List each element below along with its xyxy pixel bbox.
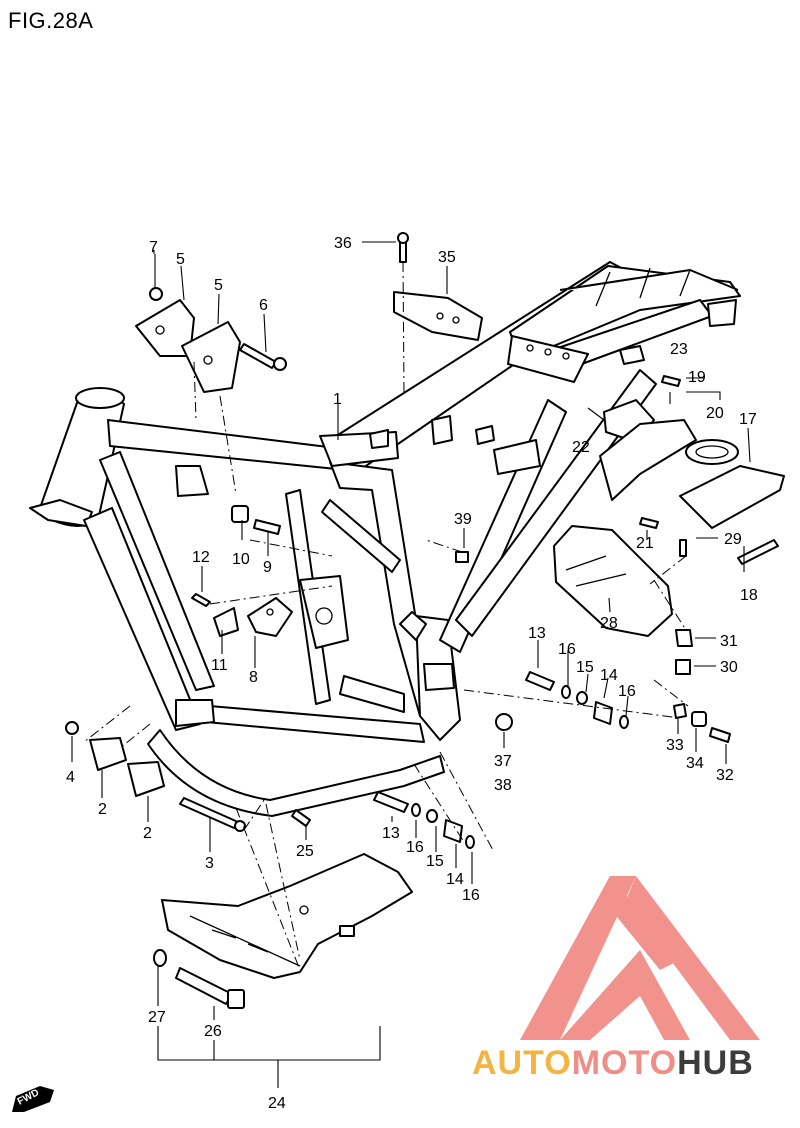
callout-19: 19	[688, 369, 706, 386]
leader-lines	[71, 241, 751, 1088]
callout-21: 21	[636, 535, 654, 552]
callout-18: 18	[740, 587, 758, 604]
callout-16d: 16	[462, 887, 480, 904]
watermark-text: AUTOMOTOHUB	[472, 1044, 754, 1083]
callout-29: 29	[724, 531, 742, 548]
callout-1: 1	[333, 391, 342, 408]
watermark-auto: AUTO	[472, 1044, 572, 1082]
assembly-lines	[83, 261, 689, 971]
callout-3: 3	[205, 855, 214, 872]
callout-15b: 15	[426, 853, 444, 870]
callout-23: 23	[670, 341, 688, 358]
right-small-parts	[373, 232, 785, 849]
callout-10: 10	[232, 551, 250, 568]
callout-16b: 16	[618, 683, 636, 700]
watermark-moto: MOTO	[571, 1044, 678, 1082]
callout-2b: 2	[143, 825, 152, 842]
callout-22: 22	[572, 439, 590, 456]
callout-12: 12	[192, 549, 210, 566]
callout-28: 28	[600, 615, 618, 632]
callout-26: 26	[204, 1023, 222, 1040]
callout-16a: 16	[558, 641, 576, 658]
callout-5a: 5	[176, 251, 185, 268]
callout-17: 17	[739, 411, 757, 428]
callout-9: 9	[263, 559, 272, 576]
callout-11: 11	[211, 657, 228, 674]
callout-37: 37	[494, 753, 512, 770]
callout-24: 24	[268, 1095, 286, 1112]
callout-2a: 2	[98, 801, 107, 818]
callout-6: 6	[259, 297, 268, 314]
callout-36: 36	[334, 235, 352, 252]
callout-14a: 14	[600, 667, 618, 684]
callout-labels: 1 2 2 3 4 5 5 6 7 8 9 10 11 12 13 13 14 …	[66, 235, 758, 1112]
watermark-logo	[520, 876, 760, 1040]
forward-arrow-icon	[12, 1086, 54, 1112]
callout-30: 30	[720, 659, 738, 676]
callout-5b: 5	[214, 277, 223, 294]
callout-13b: 13	[382, 825, 400, 842]
callout-35: 35	[438, 249, 456, 266]
callout-20: 20	[706, 405, 724, 422]
callout-39: 39	[454, 511, 472, 528]
figure-title: FIG.28A	[8, 8, 94, 33]
callout-32: 32	[716, 767, 734, 784]
callout-33: 33	[666, 737, 684, 754]
callout-31: 31	[720, 633, 738, 650]
main-frame	[29, 261, 741, 817]
callout-7: 7	[149, 239, 158, 256]
callout-34: 34	[686, 755, 704, 772]
left-small-parts	[65, 287, 311, 832]
callout-16c: 16	[406, 839, 424, 856]
callout-4: 4	[66, 769, 75, 786]
callout-27: 27	[148, 1009, 166, 1026]
watermark-hub: HUB	[677, 1044, 754, 1082]
callout-38: 38	[494, 777, 512, 794]
callout-14b: 14	[446, 871, 464, 888]
skid-plate	[153, 853, 413, 1009]
callout-15a: 15	[576, 659, 594, 676]
callout-25: 25	[296, 843, 314, 860]
callout-8: 8	[249, 669, 258, 686]
callout-13a: 13	[528, 625, 546, 642]
